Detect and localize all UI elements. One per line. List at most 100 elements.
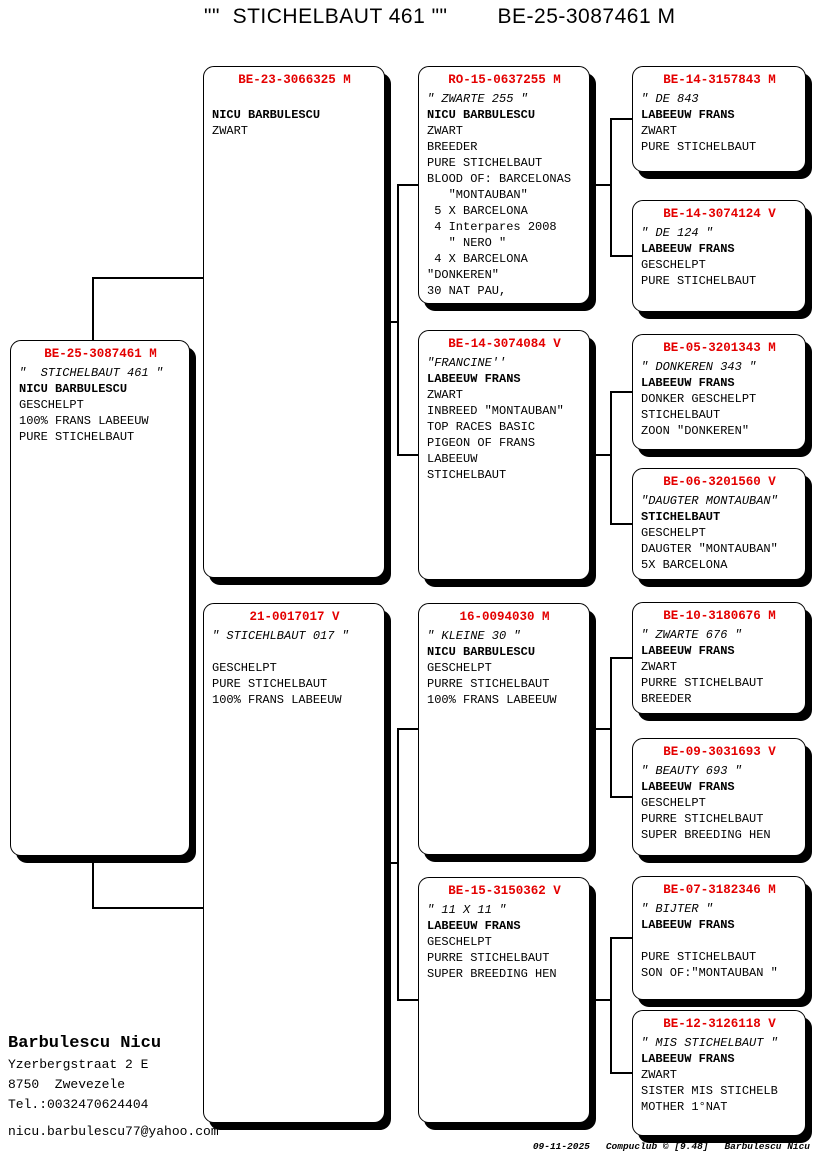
pedigree-text-line: PIGEON OF FRANS [427,436,536,450]
ring-number: BE-15-3150362 V [448,884,561,898]
pedigree-text-line: LABEEUW FRANS [641,1052,735,1066]
pedigree-text-line: LABEEUW FRANS [427,372,521,386]
pedigree-text-line: 100% FRANS LABEEUW [19,414,149,428]
pedigree-text-line: PURE STICHELBAUT [641,950,757,964]
pedigree-text-line: LABEEUW FRANS [641,242,735,256]
connector-line [92,277,94,340]
pedigree-text-line: " BIJTER " [641,902,714,916]
owner-name: Barbulescu Nicu [8,1034,162,1053]
pedigree-text-line: ZWART [427,388,464,402]
pedigree-text-line: NICU BARBULESCU [19,382,128,396]
connector-line [92,277,203,279]
pedigree-text-line [641,933,798,949]
pedigree-text-line: LABEEUW FRANS [641,376,735,390]
pedigree-box-subject: BE-25-3087461 M " STICHELBAUT 461 "NICU … [10,340,190,856]
owner-phone: Tel.:0032470624404 [8,1097,149,1112]
pedigree-box-greatgrandparent-7: BE-07-3182346 M " BIJTER "LABEEUW FRANS … [632,876,806,1000]
pedigree-text-line: ZWART [641,124,678,138]
owner-address: Yzerbergstraat 2 E [8,1057,149,1072]
pedigree-text-line: TOP RACES BASIC [427,420,536,434]
pedigree-text-line: PURE STICHELBAUT [641,140,757,154]
pedigree-text-line: 4 Interpares 2008 [427,220,557,234]
pedigree-text-line: LABEEUW FRANS [641,108,735,122]
pedigree-text-line: BREEDER [427,140,478,154]
pedigree-text-line: SUPER BREEDING HEN [427,967,557,981]
ring-number: BE-14-3074084 V [448,337,561,351]
owner-email: nicu.barbulescu77@yahoo.com [8,1124,219,1139]
footer-software: Compuclub © [9.48] [605,1141,709,1152]
ring-number: 21-0017017 V [249,610,340,624]
pedigree-text-line: BREEDER [641,692,692,706]
pedigree-text-line: " ZWARTE 255 " [427,92,528,106]
pedigree-text-line: " KLEINE 30 " [427,629,521,643]
pedigree-text-line: INBREED "MONTAUBAN" [427,404,564,418]
pedigree-text-line: " MIS STICHELBAUT " [641,1036,778,1050]
pedigree-text-line: 5 X BARCELONA [427,204,528,218]
footer: 09-11-2025 Compuclub © [9.48] Barbulescu… [533,1141,810,1152]
connector-line [610,391,632,393]
owner-block: Barbulescu Nicu Yzerbergstraat 2 E 8750 … [8,1033,219,1141]
connector-line [590,999,612,1001]
pedigree-text-line: "DONKEREN" [427,268,500,282]
connector-line [610,796,632,798]
pedigree-lines: " BIJTER "LABEEUW FRANS PURE STICHELBAUT… [641,901,798,981]
pedigree-text-line: NICU BARBULESCU [427,645,536,659]
pedigree-text-line: " STICEHLBAUT 017 " [212,629,349,643]
connector-line [610,657,632,659]
pedigree-text-line: ZWART [427,124,464,138]
pedigree-text-line: 4 X BARCELONA [427,252,528,266]
pedigree-text-line: PURRE STICHELBAUT [427,951,550,965]
pedigree-text-line: PURE STICHELBAUT [212,677,328,691]
pedigree-text-line: "FRANCINE'' [427,356,507,370]
ring-number: 16-0094030 M [459,610,550,624]
pedigree-text-line: " DE 124 " [641,226,714,240]
connector-line [397,185,399,456]
pedigree-text-line: PURRE STICHELBAUT [641,676,764,690]
footer-name: Barbulescu Nicu [724,1141,810,1152]
pedigree-text-line: " ZWARTE 676 " [641,628,742,642]
connector-line [610,1072,632,1074]
pedigree-text-line: MOTHER 1°NAT [641,1100,728,1114]
ring-number: BE-23-3066325 M [238,73,351,87]
connector-line [610,658,612,798]
pedigree-text-line: 100% FRANS LABEEUW [212,693,342,707]
pedigree-text-line: STICHELBAUT [427,468,507,482]
connector-line [610,255,632,257]
pedigree-text-line: STICHELBAUT [641,408,721,422]
connector-line [590,184,612,186]
ring-number: BE-14-3074124 V [663,207,776,221]
pedigree-text-line: " DE 843 [641,92,699,106]
connector-line [610,523,632,525]
connector-line [397,184,418,186]
pedigree-text-line: LABEEUW FRANS [427,919,521,933]
pedigree-text-line: GESCHELPT [427,935,492,949]
pedigree-text-line: " BEAUTY 693 " [641,764,742,778]
pedigree-text-line: PURE STICHELBAUT [19,430,135,444]
connector-line [590,728,612,730]
pedigree-text-line: STICHELBAUT [641,510,721,524]
connector-line [92,907,203,909]
pedigree-text-line: ZWART [212,124,249,138]
pedigree-box-grandparent-4: BE-15-3150362 V " 11 X 11 "LABEEUW FRANS… [418,877,590,1123]
pedigree-box-grandparent-1: RO-15-0637255 M " ZWARTE 255 "NICU BARBU… [418,66,590,304]
pedigree-text-line: LABEEUW FRANS [641,780,735,794]
ring-number: RO-15-0637255 M [448,73,561,87]
pedigree-box-grandparent-2: BE-14-3074084 V "FRANCINE'' LABEEUW FRANS… [418,330,590,580]
ring-number: BE-05-3201343 M [663,341,776,355]
pedigree-box-dam: 21-0017017 V " STICEHLBAUT 017 " GESCHEL… [203,603,385,1123]
connector-line [385,862,399,864]
pedigree-box-greatgrandparent-4: BE-06-3201560 V "DAUGTER MONTAUBAN"STICH… [632,468,806,580]
pedigree-text-line: ZWART [641,1068,678,1082]
pedigree-lines: "FRANCINE'' LABEEUW FRANS ZWART INBREED "MO… [427,355,582,483]
